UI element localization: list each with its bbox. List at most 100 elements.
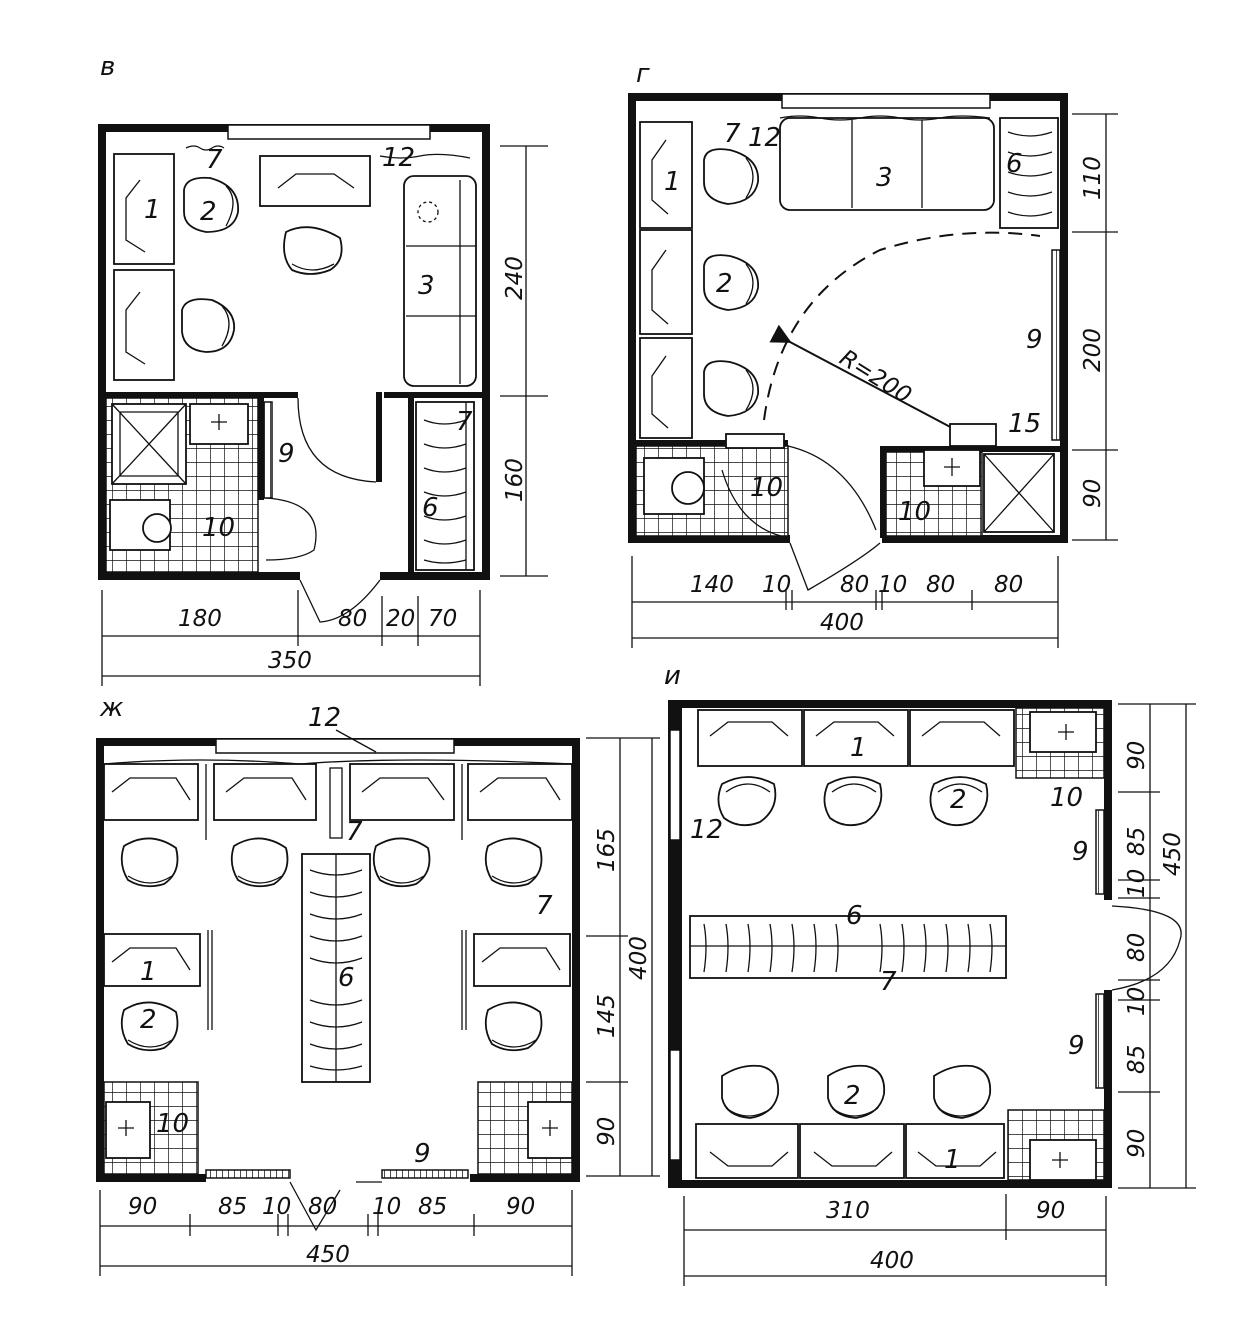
dim-bottom: 80	[308, 1194, 337, 1220]
sofa	[779, 117, 995, 211]
dim-bottom: 310	[826, 1198, 870, 1224]
partition	[98, 392, 298, 398]
item-2: 2	[844, 1081, 861, 1111]
chair	[181, 298, 235, 353]
door-swing	[299, 579, 381, 623]
item-9: 9	[1026, 325, 1043, 355]
wall-bottom-left	[98, 572, 300, 580]
locker-rail	[205, 1169, 291, 1179]
item-2: 2	[140, 1005, 157, 1035]
locker-rail	[1095, 993, 1105, 1089]
plan-letter-g: г	[636, 59, 650, 89]
wall-bottom-right	[380, 572, 490, 580]
item-1: 1	[850, 733, 867, 763]
desk	[213, 763, 317, 821]
dim-right: 90	[1080, 479, 1106, 508]
desk	[473, 933, 571, 987]
dim-bottom: 10	[878, 572, 907, 598]
plan-zh: ж	[96, 693, 660, 1276]
window	[227, 124, 431, 140]
dim-bottom: 10	[372, 1194, 401, 1220]
dim-right: 90	[1124, 1129, 1150, 1158]
door-swing	[789, 542, 881, 591]
item-10: 10	[898, 497, 931, 527]
plan-i: и	[664, 661, 1196, 1286]
item-6: 6	[1006, 149, 1023, 179]
partition	[384, 392, 482, 398]
sink	[105, 1101, 151, 1159]
wall-right	[572, 738, 580, 1182]
dim-right: 145	[594, 994, 620, 1038]
chair	[933, 1064, 992, 1119]
dim-bottom: 20	[386, 606, 415, 632]
locker-rail	[263, 401, 273, 499]
window	[669, 729, 681, 841]
dim-bottom: 10	[762, 572, 791, 598]
item-6: 6	[846, 901, 863, 931]
desk	[639, 121, 693, 229]
fixture	[949, 423, 997, 447]
item-7: 7	[880, 967, 897, 997]
dim-right: 240	[502, 256, 528, 300]
door-swing	[265, 497, 317, 561]
dim-right: 90	[1124, 741, 1150, 770]
dim-right: 85	[1124, 827, 1150, 856]
wall-right	[1104, 700, 1112, 900]
item-10: 10	[156, 1109, 189, 1139]
partition	[880, 446, 886, 538]
dim-total: 450	[306, 1242, 350, 1268]
dim-bottom: 180	[178, 606, 222, 632]
dim-bottom: 140	[690, 572, 734, 598]
wall-bottom	[668, 1180, 1112, 1188]
dim-right: 85	[1124, 1045, 1150, 1074]
item-9: 9	[278, 439, 295, 469]
curtain	[185, 145, 225, 151]
dim-bottom: 10	[262, 1194, 291, 1220]
desk	[639, 337, 693, 439]
desk	[697, 709, 803, 767]
dim-bottom: 80	[926, 572, 955, 598]
item-6: 6	[338, 963, 355, 993]
wall-right	[1104, 990, 1112, 1188]
fixture	[725, 433, 785, 449]
item-2: 2	[200, 197, 217, 227]
item-1: 1	[664, 167, 681, 197]
dim-right: 200	[1080, 328, 1106, 372]
wall-left	[98, 124, 106, 580]
plan-letter-zh: ж	[99, 693, 124, 723]
chair	[703, 360, 759, 417]
dim-total: 400	[820, 610, 864, 636]
dim-bottom: 90	[128, 1194, 157, 1220]
chair	[230, 837, 289, 888]
dim-bottom: 80	[994, 572, 1023, 598]
dim-bottom: 85	[418, 1194, 447, 1220]
dim-right: 160	[502, 458, 528, 502]
desk	[695, 1123, 799, 1179]
item-10: 10	[750, 473, 783, 503]
door-swing	[297, 397, 377, 483]
radius-label: R=200	[835, 345, 916, 409]
chair	[827, 1064, 886, 1119]
dim-bottom: 90	[1036, 1198, 1065, 1224]
item-1: 1	[944, 1145, 961, 1175]
window	[669, 1049, 681, 1161]
wall-bottom-left	[628, 535, 790, 543]
dimension-lines	[683, 703, 1196, 1286]
wall-bottom-right	[470, 1174, 580, 1182]
chair	[372, 837, 431, 888]
chair	[823, 776, 883, 827]
window	[215, 738, 455, 754]
wardrobe	[689, 915, 1007, 979]
chair	[283, 226, 343, 275]
dim-right: 80	[1124, 933, 1150, 962]
desk	[113, 269, 175, 381]
door-swing-radius	[763, 231, 1041, 421]
rack	[329, 767, 343, 839]
item-9: 9	[414, 1139, 431, 1169]
chair	[929, 776, 989, 827]
chair	[120, 837, 179, 888]
partition	[258, 398, 264, 500]
dim-right: 110	[1080, 156, 1106, 200]
item-12: 12	[748, 123, 781, 153]
